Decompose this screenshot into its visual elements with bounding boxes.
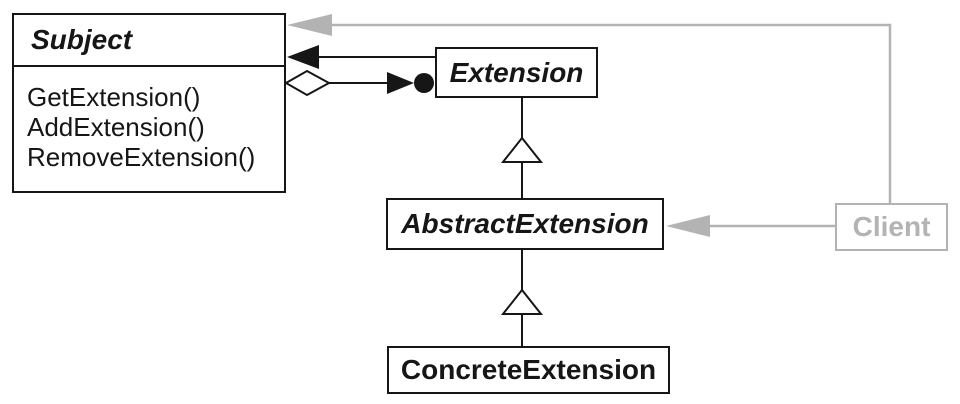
class-header-subject: Subject [14, 15, 284, 67]
arrowhead-extension-to-subject-icon [287, 45, 319, 69]
multiplicity-many-dot-icon [414, 73, 434, 93]
method-item: AddExtension() [27, 112, 205, 142]
arrowhead-subject-to-extension-icon [387, 72, 414, 94]
method-item: RemoveExtension() [27, 142, 256, 172]
class-box-concrete-extension: ConcreteExtension [387, 346, 670, 394]
class-box-subject: Subject GetExtension() AddExtension() Re… [12, 13, 286, 193]
class-name-concrete-extension: ConcreteExtension [400, 354, 657, 385]
class-box-client: Client [835, 203, 948, 251]
class-box-abstract-extension: AbstractExtension [386, 198, 664, 250]
aggregation-diamond-icon [283, 69, 332, 97]
connector-client-to-subject [324, 23, 892, 203]
inheritance-triangle-extension-icon [500, 136, 544, 163]
arrowhead-client-to-abstract-extension-icon [666, 215, 710, 237]
method-item: GetExtension() [27, 82, 201, 112]
class-name-abstract-extension: AbstractExtension [401, 208, 649, 239]
arrowhead-client-to-subject-icon [287, 14, 332, 36]
class-name-client: Client [852, 211, 931, 242]
class-box-extension: Extension [435, 47, 598, 98]
method-list-subject: GetExtension() AddExtension() RemoveExte… [14, 67, 284, 172]
class-name-subject: Subject [31, 24, 133, 55]
class-name-extension: Extension [449, 56, 584, 88]
inheritance-triangle-abstract-extension-icon [500, 288, 544, 315]
